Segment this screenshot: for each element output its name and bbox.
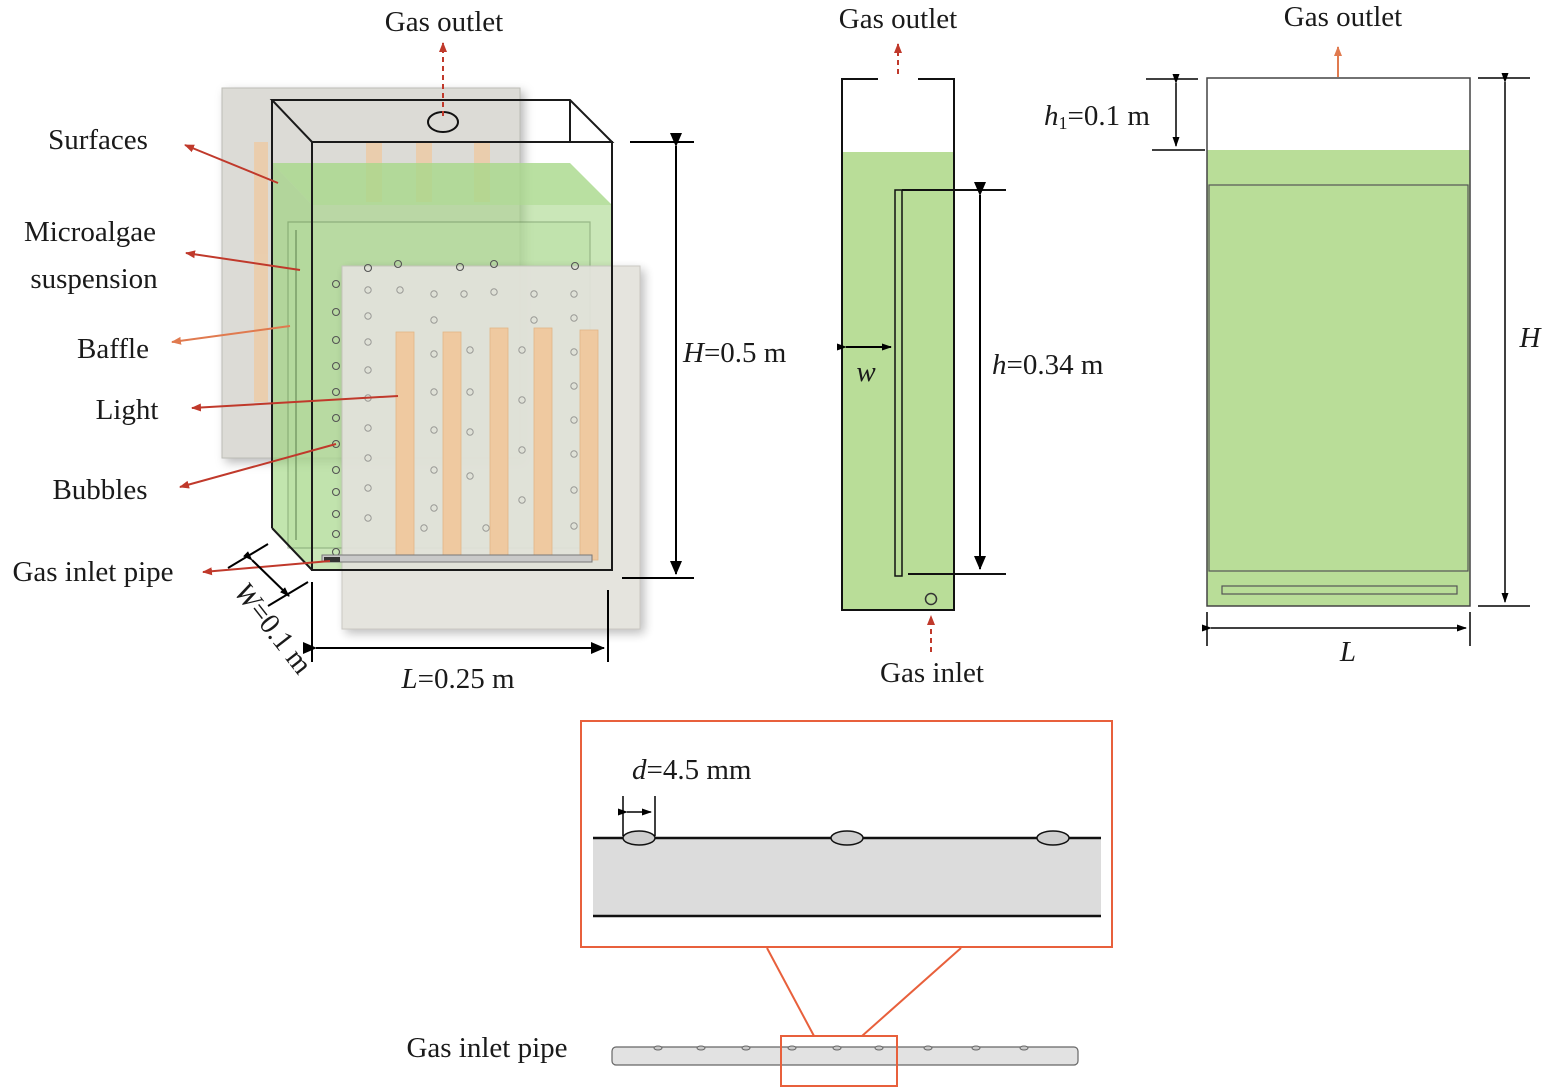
zoom-pipe-body — [593, 838, 1101, 916]
reactor-gas-pipe-end — [324, 557, 340, 562]
gas-inlet-pipe-label-detail: Gas inlet pipe — [406, 1032, 567, 1064]
microalgae-label-line2: suspension — [30, 263, 158, 295]
gas-outlet-label-3d: Gas outlet — [385, 6, 503, 38]
L-label-3d: L=0.25 m — [400, 663, 514, 695]
front-h1-label: h1=0.1 m — [1044, 100, 1150, 133]
surfaces-label: Surfaces — [48, 124, 148, 156]
front-gas-outlet-label: Gas outlet — [1284, 1, 1402, 33]
W-label-3d: W=0.1 m — [227, 577, 318, 681]
light-label: Light — [96, 394, 159, 426]
zoom-connector-left — [766, 947, 815, 1037]
front-h1-dimension — [1146, 74, 1205, 151]
pipe-detail — [580, 720, 1113, 1087]
front-baffle — [1208, 184, 1469, 572]
W-dimension-3d — [227, 543, 309, 607]
side-gas-outlet-label: Gas outlet — [839, 3, 957, 35]
reactor-gas-pipe — [321, 554, 593, 563]
side-suspension — [842, 152, 954, 610]
reactor-3d — [221, 87, 641, 630]
side-h-label: h=0.34 m — [992, 349, 1104, 381]
H-dimension-3d — [622, 133, 694, 579]
front-suspension — [1207, 150, 1470, 606]
front-h1-subscript: 1 — [1059, 113, 1068, 133]
front-outline — [1206, 77, 1471, 607]
front-L-label: L — [1339, 636, 1356, 668]
front-h1-value: =0.1 m — [1068, 100, 1151, 132]
bubbles — [331, 259, 580, 557]
microalgae-label-line1: Microalgae — [24, 216, 156, 248]
front-inlet-pipe — [1221, 585, 1458, 595]
front-view — [1146, 73, 1530, 646]
light-arrow — [191, 395, 399, 412]
bubbles-faint — [364, 286, 578, 532]
suspension-side — [272, 163, 312, 570]
front-H-dimension — [1478, 73, 1530, 607]
W-value-3d: =0.1 m — [242, 596, 318, 681]
bubbles-label: Bubbles — [52, 474, 147, 506]
d-symbol: d — [632, 754, 647, 786]
front-h1-symbol: h — [1044, 100, 1059, 132]
baffle-label: Baffle — [77, 333, 149, 365]
suspension-top — [272, 163, 612, 205]
bubbles-arrow — [179, 443, 337, 489]
small-pipe-holes — [653, 1045, 1029, 1051]
zoom-connector-right — [861, 947, 962, 1037]
side-view — [837, 77, 1006, 611]
surfaces-arrow — [184, 144, 279, 184]
L-dimension-3d — [303, 582, 609, 662]
d-dimension — [618, 796, 656, 836]
small-zoom-box — [780, 1035, 898, 1087]
H-symbol-3d: H — [682, 337, 706, 369]
H-value-3d: =0.5 m — [704, 337, 787, 369]
side-inlet-port — [924, 592, 938, 606]
d-value: =4.5 mm — [647, 754, 752, 786]
zoom-pipe-holes — [622, 830, 1070, 846]
L-value-3d: =0.25 m — [418, 663, 515, 695]
d-label: d=4.5 mm — [632, 754, 752, 786]
small-pipe — [611, 1046, 1079, 1066]
side-gas-inlet-label: Gas inlet — [880, 657, 984, 689]
side-h-value: =0.34 m — [1007, 349, 1104, 381]
side-baffle — [894, 189, 903, 577]
box-outline — [269, 99, 615, 571]
front-H-label: H — [1519, 322, 1543, 354]
baffle-arrow — [171, 325, 291, 345]
front-L-dimension — [1202, 612, 1471, 646]
side-h-symbol: h — [992, 349, 1007, 381]
gas-inlet-pipe-label-3d: Gas inlet pipe — [12, 556, 173, 588]
light-strips — [395, 327, 599, 561]
H-label-3d: H=0.5 m — [682, 337, 787, 369]
microalgae-arrow — [185, 250, 301, 271]
L-symbol-3d: L — [400, 663, 417, 695]
side-w-label: w — [856, 356, 876, 388]
